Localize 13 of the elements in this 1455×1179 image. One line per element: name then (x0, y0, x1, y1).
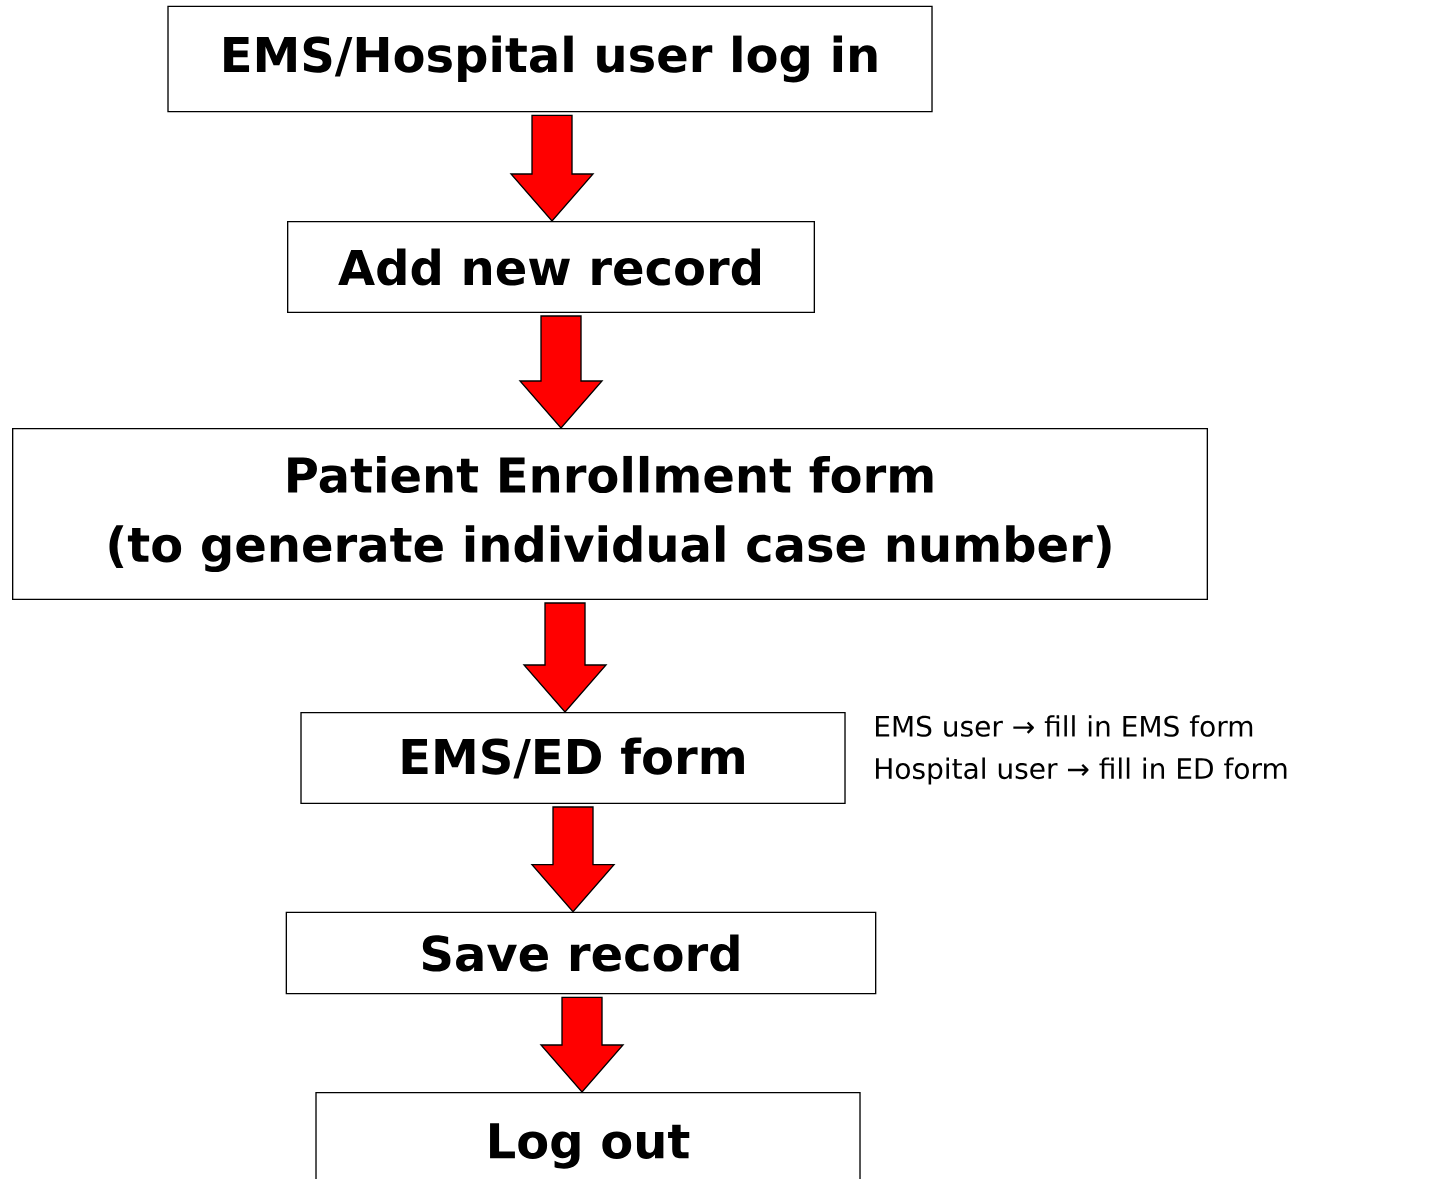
side-note: EMS user → fill in EMS form (876, 715, 1253, 737)
block-arrow (539, 996, 625, 1094)
block-arrow (518, 315, 604, 430)
block-arrow (522, 602, 608, 714)
process-box: EMS/ED form (300, 712, 846, 804)
process-box: Patient Enrollment form (to generate individual case number) (12, 428, 1208, 600)
process-box: Add new record (287, 221, 815, 313)
block-arrow (509, 114, 595, 223)
process-box: EMS/Hospital user log in (167, 5, 933, 113)
side-note: Hospital user → fill in ED form (876, 757, 1287, 785)
process-box: Save record (285, 911, 877, 995)
process-box: Log out (315, 1092, 861, 1179)
block-arrow (530, 806, 616, 913)
